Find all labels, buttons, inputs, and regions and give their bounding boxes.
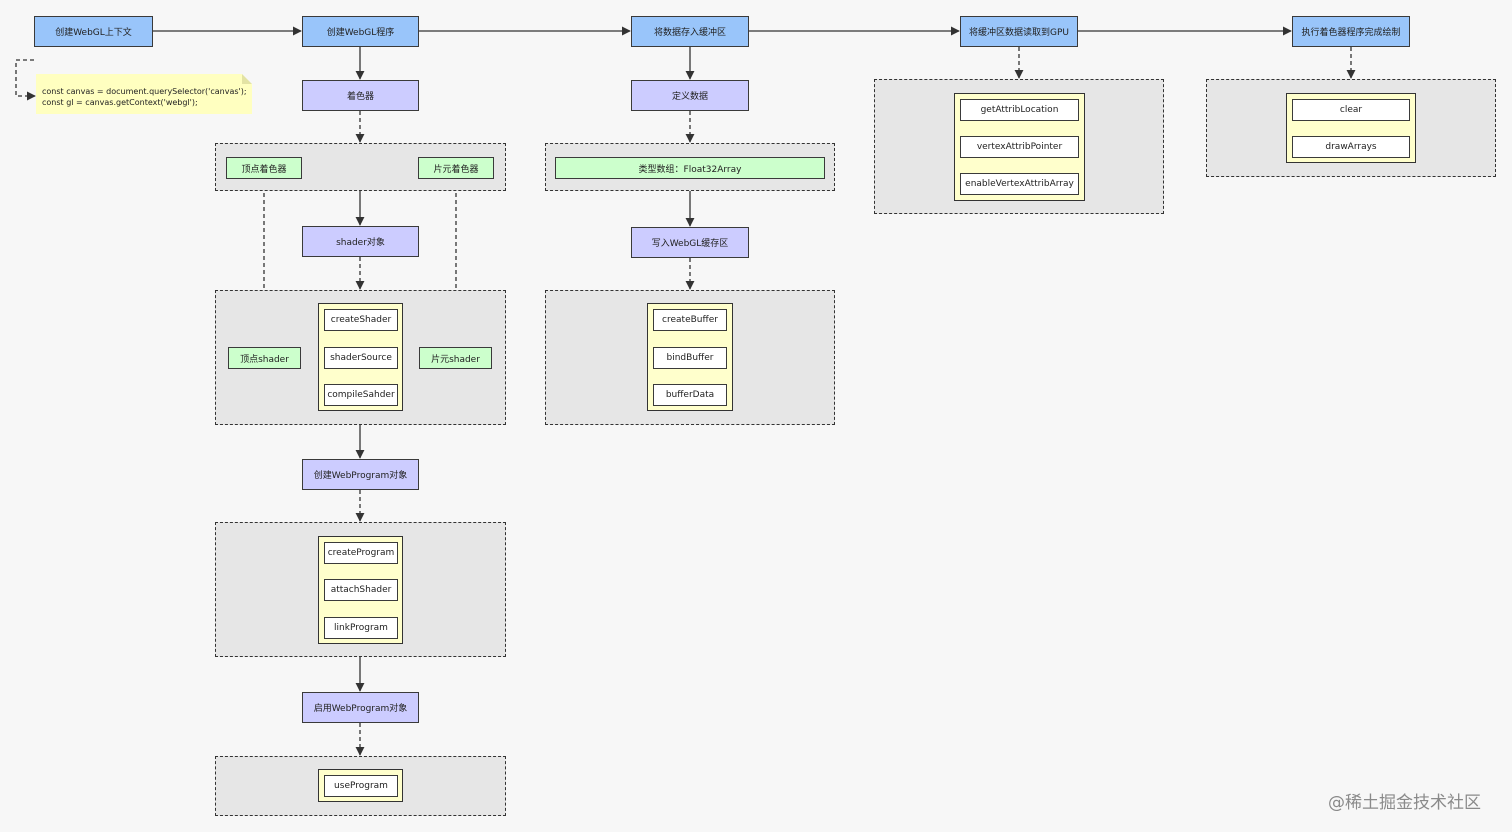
- shader-object-node: shader对象: [302, 226, 419, 257]
- fragment-shader-obj-node: 片元shader: [419, 347, 492, 369]
- create-program-step: 创建WebGL程序: [302, 16, 419, 47]
- arrow-context-to-note: [15, 59, 36, 101]
- read-gpu-step: 将缓冲区数据读取到GPU: [960, 16, 1078, 47]
- draw-arrays-node: drawArrays: [1292, 136, 1410, 158]
- write-buffer-node: 写入WebGL缓存区: [631, 227, 749, 258]
- create-buffer-node: createBuffer: [653, 309, 727, 331]
- shader-source-node: shaderSource: [324, 347, 398, 369]
- note-line-1: const canvas = document.querySelector('c…: [42, 87, 247, 96]
- draw-step: 执行着色器程序完成绘制: [1292, 16, 1410, 47]
- create-shader-node: createShader: [324, 309, 398, 331]
- clear-node: clear: [1292, 99, 1410, 121]
- enable-vertex-attrib-array-node: enableVertexAttribArray: [960, 173, 1079, 195]
- attach-shader-node: attachShader: [324, 579, 398, 601]
- watermark: @稀土掘金技术社区: [1328, 793, 1481, 813]
- fragment-shader-node: 片元着色器: [418, 157, 494, 179]
- define-data-node: 定义数据: [631, 80, 749, 111]
- create-program-node: createProgram: [324, 542, 398, 564]
- context-code-note: const canvas = document.querySelector('c…: [36, 74, 252, 114]
- create-context-step: 创建WebGL上下文: [34, 16, 153, 47]
- note-fold-corner: [242, 74, 252, 84]
- vertex-shader-node: 顶点着色器: [226, 157, 302, 179]
- buffer-data-node: bufferData: [653, 384, 727, 406]
- get-attrib-location-node: getAttribLocation: [960, 99, 1079, 121]
- vertex-attrib-pointer-node: vertexAttribPointer: [960, 136, 1079, 158]
- bind-buffer-node: bindBuffer: [653, 347, 727, 369]
- vertex-shader-obj-node: 顶点shader: [228, 347, 301, 369]
- compile-shader-node: compileSahder: [324, 384, 398, 406]
- link-program-node: linkProgram: [324, 617, 398, 639]
- shader-node: 着色器: [302, 80, 419, 111]
- typed-array-node: 类型数组：Float32Array: [555, 157, 825, 179]
- use-program-node: useProgram: [324, 775, 398, 797]
- create-program-object-node: 创建WebProgram对象: [302, 459, 419, 490]
- store-buffer-step: 将数据存入缓冲区: [631, 16, 749, 47]
- note-line-2: const gl = canvas.getContext('webgl');: [42, 98, 198, 107]
- use-program-object-node: 启用WebProgram对象: [302, 692, 419, 723]
